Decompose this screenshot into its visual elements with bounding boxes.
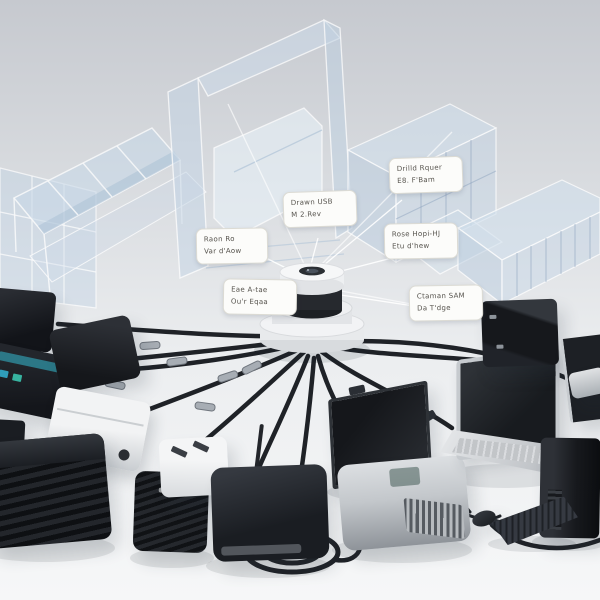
front-port-strip [221,543,302,556]
container-rack-a [346,103,498,264]
callout-top-right: Drilld Rquer E8. F'Bam [388,155,464,195]
top-badge [388,466,421,488]
mini-pc-with-antenna [210,464,330,562]
callout-line: Var d'Aow [204,246,242,256]
callout-line: Etu d'hew [392,241,430,251]
callout-line: M 2.Rev [291,209,322,219]
callout-mid-right: Rose Hopi-HJ Etu d'hew [383,222,459,260]
callout-line: Da T'dge [417,303,451,313]
port-blue [0,369,9,379]
plug-prong [170,445,188,458]
callout-top-center: Drawn USB M 2.Rev [282,189,358,229]
ribbed-media-box [0,432,113,550]
leader-lines [227,103,509,323]
glass-canopy-frame [12,127,207,295]
case-seam [56,407,144,427]
latch-mark [496,344,504,349]
black-cube-box [480,298,560,368]
callout-line: Rose Hopi-HJ [391,229,441,239]
callout-line: Eae A-tae [231,285,268,295]
callout-upper-left: Raon Ro Var d'Aow [195,227,269,265]
callout-line: Ou'r Eqaa [230,297,269,307]
callout-lower-right: Ctaman SAM Da T'dge [408,284,484,322]
vent-grille [403,497,466,539]
latch-mark [489,314,497,320]
callout-mid-left: Eae A-tae Ou'r Eqaa [222,278,298,316]
callout-line: E8. F'Bam [397,175,436,185]
callout-line: Raon Ro [203,234,235,244]
io-box-top-left [0,287,57,353]
round-port [117,448,131,462]
port-teal [11,373,23,383]
plug-prong [192,440,210,453]
callout-line: Ctaman SAM [416,291,466,301]
